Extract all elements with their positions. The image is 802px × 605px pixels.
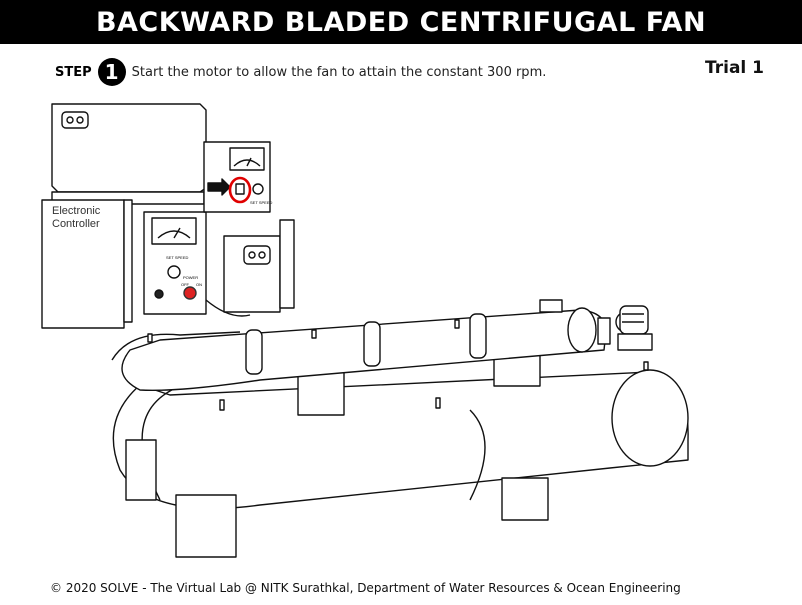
indicator-lamp [155,290,163,298]
motor-start-switch[interactable] [236,184,244,194]
electronic-controller-box: Electronic Controller [42,200,132,328]
motor-speed-knob[interactable] [253,184,263,194]
footer-copyright: © 2020 SOLVE - The Virtual Lab @ NITK Su… [50,581,681,595]
step-instruction-text: Start the motor to allow the fan to atta… [132,65,547,80]
top-cabinet [52,104,206,204]
set-speed-label-2: SET SPEED [250,200,272,205]
meter-panel: SET SPEED POWER OFF ON [144,212,206,314]
on-label: ON [196,282,202,287]
power-button[interactable] [184,287,196,299]
step-label: STEP [55,65,92,80]
controller-label-line2: Controller [52,218,100,230]
off-label: OFF [181,282,190,287]
centrifugal-fan-motor [598,306,652,350]
starter-box [224,220,294,312]
power-label: POWER [183,275,198,280]
set-speed-label-1: SET SPEED [166,255,188,260]
controller-label-line1: Electronic [52,205,101,217]
step-instruction-row: STEP 1 Start the motor to allow the fan … [55,58,546,86]
fan-apparatus-illustration: Electronic Controller SET SPEED POWER OF… [0,95,802,575]
trial-label: Trial 1 [705,58,764,78]
motor-control-panel: SET SPEED [204,142,272,212]
lower-duct [113,370,688,508]
step-number-badge: 1 [98,58,126,86]
page-title: BACKWARD BLADED CENTRIFUGAL FAN [0,0,802,44]
speed-knob[interactable] [168,266,180,278]
